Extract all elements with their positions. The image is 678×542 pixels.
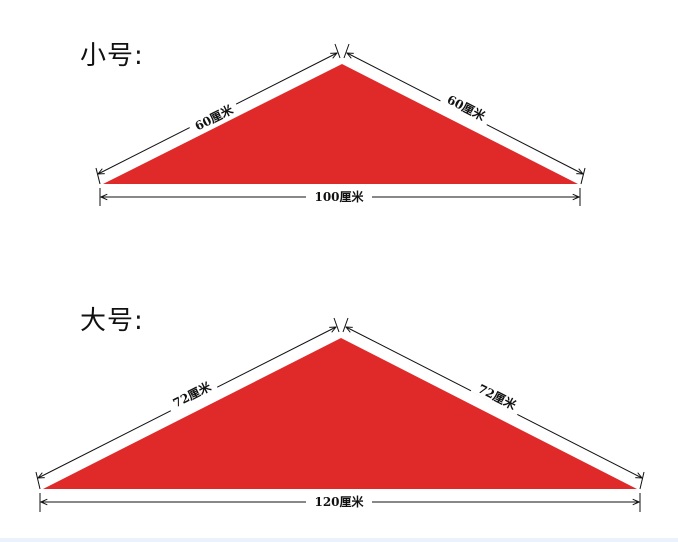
small-scarf-triangle [103,64,578,184]
small-scarf-group: 100厘米 60厘米 60厘米 [95,43,586,206]
large-scarf-group: 120厘米 72厘米 72厘米 [35,317,645,512]
large-right-side-label: 72厘米 [476,381,520,413]
large-base-label: 120厘米 [314,494,364,509]
large-scarf-triangle [43,338,637,489]
small-base-label: 100厘米 [314,189,364,204]
bottom-divider [0,538,678,542]
small-right-side-label: 60厘米 [445,92,489,124]
